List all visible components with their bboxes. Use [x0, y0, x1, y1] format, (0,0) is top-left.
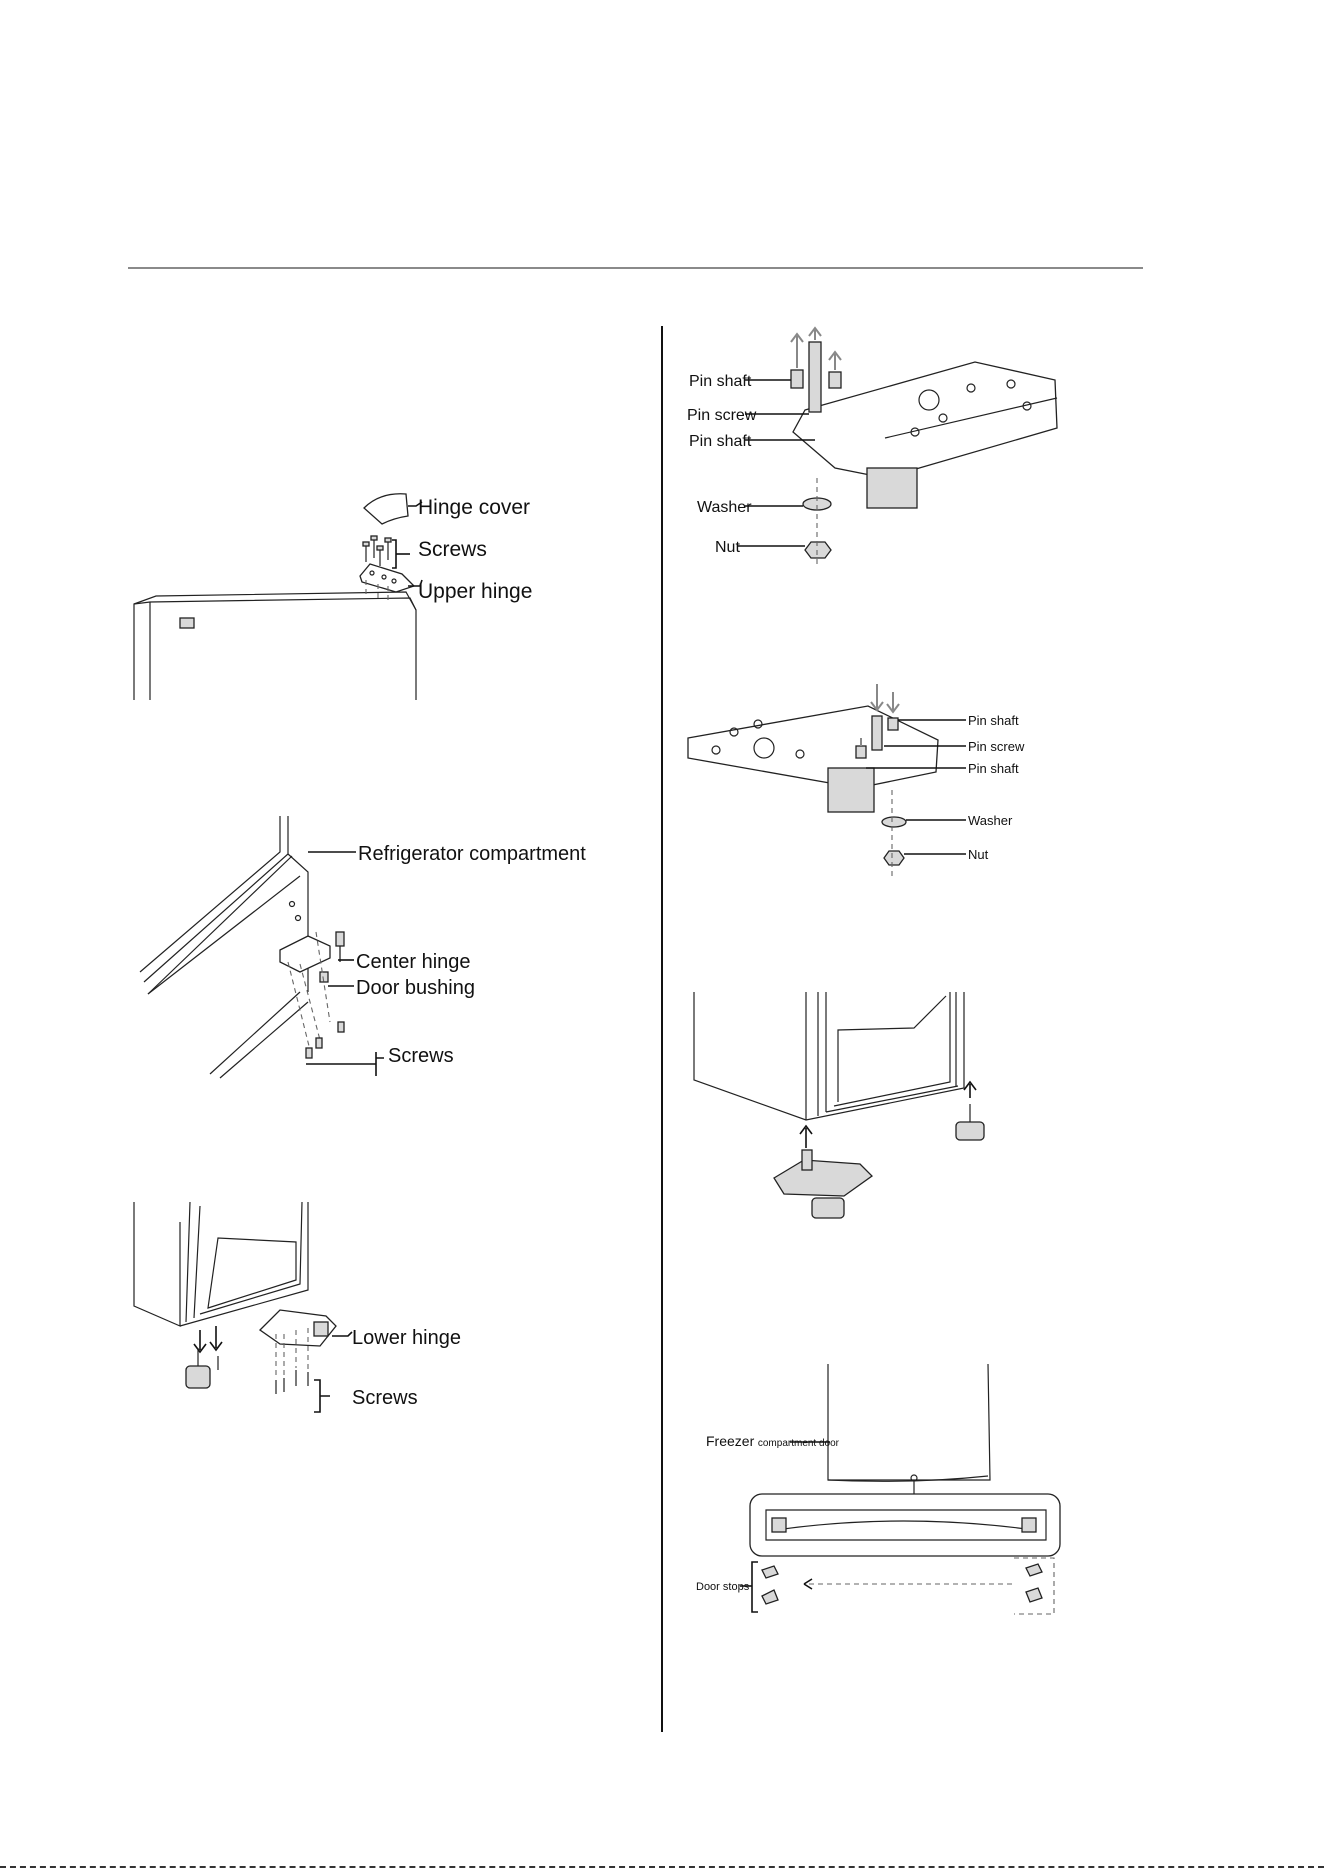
- page-bottom-edge: [0, 1866, 1324, 1868]
- label-nut: Nut: [715, 539, 740, 556]
- figure-center-hinge: Refrigerator compartment Center hinge Do…: [140, 812, 560, 1082]
- refrigerator-top-drawing: [134, 592, 416, 700]
- refrigerator-base-drawing: [694, 992, 964, 1120]
- refrigerator-bottom-drawing: [134, 1202, 308, 1326]
- figure-base-install: [694, 988, 1004, 1228]
- lower-hinge-part: [260, 1310, 336, 1394]
- label-washer: Washer: [697, 499, 752, 516]
- figure-upper-hinge: Hinge cover Screws Upper hinge: [130, 480, 550, 700]
- screws-part: [363, 536, 391, 566]
- center-hinge-part: [280, 932, 344, 982]
- hinge-plate-drawing-2: [688, 706, 938, 812]
- column-divider: [661, 326, 663, 1732]
- door-bottom-callout: [750, 1494, 1060, 1556]
- label-pin-screw: Pin screw: [687, 407, 757, 424]
- label-lower-screws: Screws: [352, 1387, 418, 1409]
- leveling-foot-install-part: [956, 1082, 984, 1140]
- door-stops-right: [1014, 1558, 1054, 1614]
- refrigerator-body-drawing: [140, 816, 308, 1078]
- label-center-screws: Screws: [388, 1045, 454, 1067]
- leveling-foot-part: [186, 1326, 222, 1388]
- header-rule: [128, 267, 1143, 269]
- label-door-stops: Door stops: [696, 1581, 750, 1593]
- label-refrigerator-compartment: Refrigerator compartment: [358, 843, 586, 865]
- label-pin-shaft-top-2: Pin shaft: [968, 713, 1019, 728]
- label-pin-shaft-top: Pin shaft: [689, 373, 752, 390]
- label-pin-shaft-bottom-2: Pin shaft: [968, 761, 1019, 776]
- lower-hinge-install-part: [774, 1126, 872, 1218]
- freezer-door-drawing: [828, 1364, 990, 1496]
- figure-lower-hinge: Lower hinge Screws: [130, 1198, 480, 1438]
- label-center-hinge: Center hinge: [356, 951, 471, 973]
- label-pin-shaft-bottom: Pin shaft: [689, 433, 752, 450]
- label-upper-hinge: Upper hinge: [418, 580, 532, 603]
- label-screws: Screws: [418, 538, 487, 561]
- label-door-bushing: Door bushing: [356, 977, 475, 999]
- upper-hinge-part: [360, 564, 414, 602]
- label-pin-screw-2: Pin screw: [968, 739, 1025, 754]
- figure-door-stops: Freezer compartment door Door stops: [692, 1360, 1072, 1620]
- label-washer-2: Washer: [968, 813, 1013, 828]
- label-hinge-cover: Hinge cover: [418, 496, 530, 519]
- figure-pin-install: Pin shaft Pin screw Pin shaft Washer Nut: [688, 680, 1028, 880]
- hinge-cover-part: [364, 494, 408, 524]
- label-nut-2: Nut: [968, 847, 989, 862]
- label-freezer: Freezer compartment door: [706, 1433, 840, 1449]
- figure-pin-removal: Pin shaft Pin screw Pin shaft Washer Nut: [685, 328, 1065, 578]
- label-lower-hinge: Lower hinge: [352, 1327, 461, 1349]
